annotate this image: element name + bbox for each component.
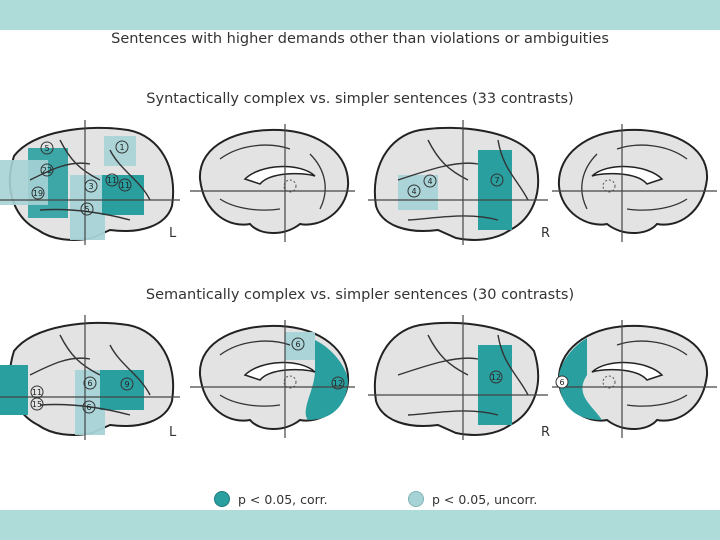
top-band xyxy=(0,0,720,30)
bottom-band xyxy=(0,510,720,540)
region-label: 1 xyxy=(119,143,124,152)
region-label: 5 xyxy=(44,144,49,153)
region-label: 11 xyxy=(32,388,42,397)
brain-syntactic-left-medial xyxy=(190,124,355,242)
region-label: 15 xyxy=(32,400,42,409)
legend-corrected: p < 0.05, corr. xyxy=(214,491,328,507)
hemisphere-label-left: L xyxy=(169,425,177,440)
region-label: 12 xyxy=(333,379,343,388)
legend-uncorrected: p < 0.05, uncorr. xyxy=(408,491,537,507)
figure-title: Sentences with higher demands other than… xyxy=(111,31,609,47)
legend-label-corrected: p < 0.05, corr. xyxy=(238,491,328,507)
brain-syntactic-left-lateral: 5 22 19 1 3 11 11 5 xyxy=(0,120,180,245)
region-label: 6 xyxy=(87,379,92,388)
region-label: 3 xyxy=(88,182,93,191)
legend-label-uncorrected: p < 0.05, uncorr. xyxy=(432,491,538,507)
region-label: 19 xyxy=(33,189,43,198)
region-label: 4 xyxy=(427,177,432,186)
brain-semantic-right-medial: 6 xyxy=(552,320,717,438)
region-label: 22 xyxy=(42,166,52,175)
hemisphere-label-left: L xyxy=(169,226,177,241)
brain-syntactic-right-lateral: 4 4 7 xyxy=(368,120,548,245)
hemisphere-label-right: R xyxy=(541,425,551,440)
region-label: 7 xyxy=(494,176,499,185)
region-label: 11 xyxy=(120,181,130,190)
region-label: 4 xyxy=(411,187,416,196)
syntactic-panel-title: Syntactically complex vs. simpler senten… xyxy=(146,91,574,107)
semantic-panel-title: Semantically complex vs. simpler sentenc… xyxy=(145,287,575,303)
region-label: 9 xyxy=(124,380,129,389)
brain-semantic-left-lateral: 11 15 6 9 6 xyxy=(0,315,180,440)
brain-semantic-right-lateral: 12 xyxy=(368,315,548,440)
region-label: 6 xyxy=(295,340,300,349)
legend-swatch-uncorrected xyxy=(408,491,424,507)
region-label: 6 xyxy=(559,378,564,387)
brain-semantic-left-medial: 6 12 xyxy=(190,320,355,438)
hemisphere-label-right: R xyxy=(541,226,551,241)
region-label: 6 xyxy=(86,403,91,412)
region-label: 11 xyxy=(107,176,117,185)
brain-syntactic-right-medial xyxy=(552,124,717,242)
region-label: 12 xyxy=(491,373,501,382)
legend-swatch-corrected xyxy=(214,491,230,507)
region-label: 5 xyxy=(84,205,89,214)
